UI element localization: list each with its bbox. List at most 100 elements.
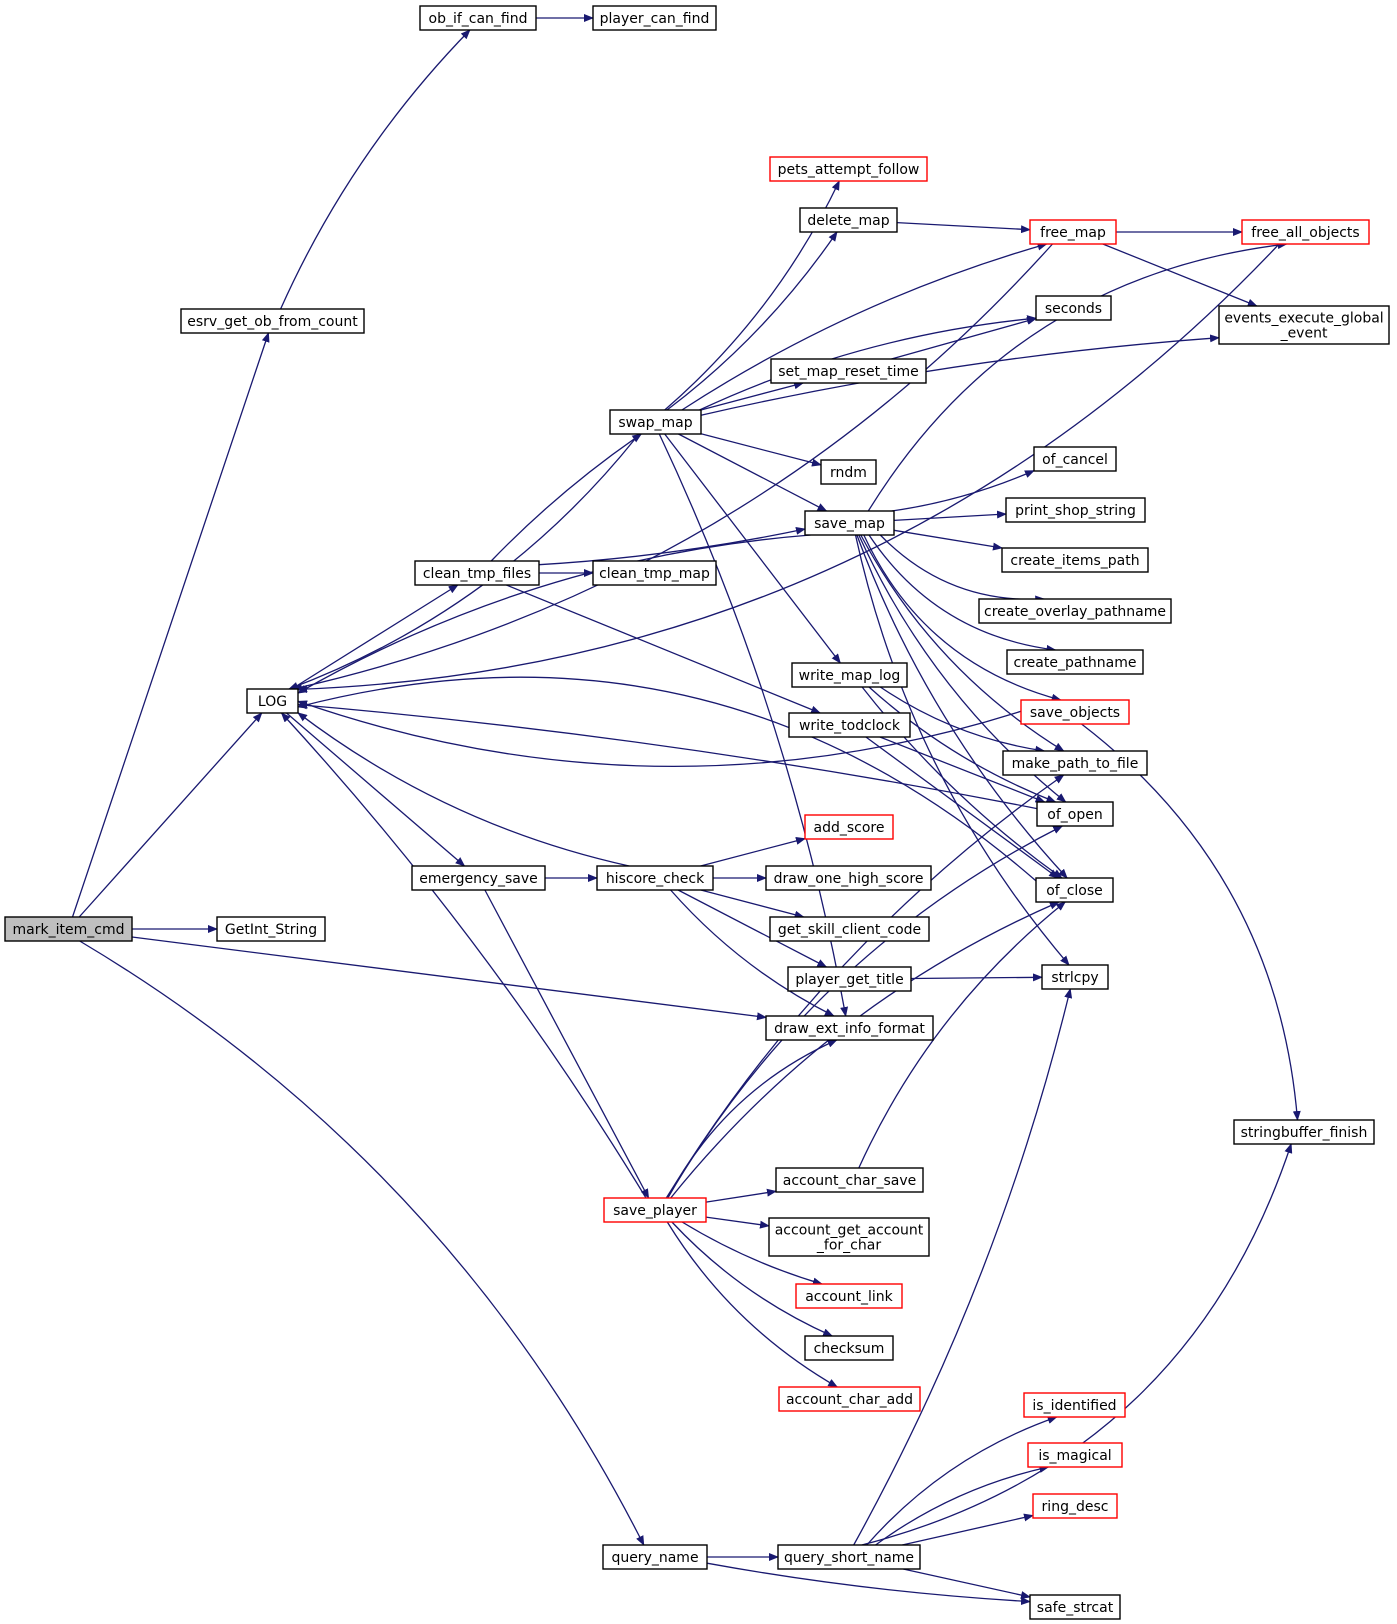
function-node-seconds[interactable]: seconds [1035, 295, 1112, 321]
function-node-rndm[interactable]: rndm [820, 459, 877, 485]
node-label: write_todclock [799, 718, 901, 734]
function-node-get-skill-client-code[interactable]: get_skill_client_code [769, 916, 930, 942]
function-node-create-overlay-pathname[interactable]: create_overlay_pathname [978, 598, 1172, 624]
node-box [1233, 1119, 1375, 1145]
node-box [1005, 497, 1146, 523]
function-node-account-get-account-for-char[interactable]: account_get_account_for_char [768, 1217, 930, 1257]
node-label: account_link [805, 1289, 893, 1305]
node-box [1036, 801, 1114, 827]
function-node-draw-one-high-score[interactable]: draw_one_high_score [765, 865, 932, 891]
function-node-player-get-title[interactable]: player_get_title [787, 966, 912, 992]
function-node-create-items-path[interactable]: create_items_path [1001, 547, 1149, 573]
call-edge-swap_map-to-LOG [288, 433, 640, 690]
function-node-mark-item-cmd[interactable]: mark_item_cmd [4, 916, 133, 942]
function-node-of-cancel[interactable]: of_cancel [1033, 446, 1117, 472]
call-edge-save_player-to-checksum [671, 1221, 834, 1337]
node-label: account_get_account [775, 1223, 924, 1239]
function-node-ob-if-can-find[interactable]: ob_if_can_find [419, 5, 537, 31]
node-box [791, 662, 908, 688]
function-node-set-map-reset-time[interactable]: set_map_reset_time [770, 358, 927, 384]
function-node-strlcpy[interactable]: strlcpy [1041, 964, 1109, 990]
function-node-hiscore-check[interactable]: hiscore_check [596, 865, 714, 891]
function-node-stringbuffer-finish[interactable]: stringbuffer_finish [1233, 1119, 1375, 1145]
node-label: player_can_find [600, 11, 710, 27]
function-node-checksum[interactable]: checksum [804, 1335, 894, 1361]
node-label: mark_item_cmd [13, 922, 125, 938]
function-node-player-can-find[interactable]: player_can_find [592, 5, 717, 31]
function-node-GetInt-String[interactable]: GetInt_String [216, 916, 326, 942]
node-box [1241, 219, 1370, 245]
function-node-is-identified[interactable]: is_identified [1023, 1392, 1126, 1418]
node-box [769, 916, 930, 942]
call-edge-swap_map-to-write_map_log [664, 433, 841, 664]
function-node-save-map[interactable]: save_map [804, 510, 895, 536]
function-node-LOG[interactable]: LOG [246, 688, 299, 714]
function-node-write-todclock[interactable]: write_todclock [788, 712, 911, 738]
node-label: print_shop_string [1015, 503, 1136, 519]
node-box [414, 560, 540, 586]
function-node-clean-tmp-map[interactable]: clean_tmp_map [592, 560, 717, 586]
function-node-account-char-add[interactable]: account_char_add [778, 1386, 921, 1412]
function-node-free-all-objects[interactable]: free_all_objects [1241, 219, 1370, 245]
function-node-ring-desc[interactable]: ring_desc [1032, 1493, 1118, 1519]
function-node-of-close[interactable]: of_close [1035, 877, 1114, 903]
function-node-emergency-save[interactable]: emergency_save [411, 865, 546, 891]
call-edge-mark_item_cmd-to-LOG [78, 712, 263, 918]
call-edge-query_short_name-to-strlcpy [853, 988, 1073, 1546]
call-edge-clean_tmp_files-to-save_map [538, 526, 806, 566]
node-label: free_all_objects [1251, 225, 1359, 241]
function-node-account-link[interactable]: account_link [795, 1283, 903, 1309]
function-node-is-magical[interactable]: is_magical [1027, 1442, 1123, 1468]
node-box [778, 1386, 921, 1412]
function-node-safe-strcat[interactable]: safe_strcat [1029, 1594, 1121, 1620]
function-node-print-shop-string[interactable]: print_shop_string [1005, 497, 1146, 523]
function-node-esrv-get-ob-from-count[interactable]: esrv_get_ob_from_count [180, 308, 365, 334]
node-label: create_pathname [1014, 655, 1137, 671]
node-box [768, 1217, 930, 1257]
function-node-free-map[interactable]: free_map [1029, 219, 1117, 245]
call-edge-query_short_name-to-safe_strcat [903, 1568, 1031, 1599]
node-label: safe_strcat [1037, 1600, 1114, 1616]
call-edge-save_player-to-account_char_add [666, 1221, 839, 1388]
node-label: free_map [1040, 225, 1106, 241]
node-box [777, 1544, 921, 1570]
function-node-swap-map[interactable]: swap_map [609, 409, 702, 435]
function-node-clean-tmp-files[interactable]: clean_tmp_files [414, 560, 540, 586]
node-label: delete_map [807, 213, 889, 229]
call-edge-write_map_log-to-of_open [868, 686, 1057, 803]
function-node-make-path-to-file[interactable]: make_path_to_file [1002, 750, 1148, 776]
call-edge-query_short_name-to-is_magical [875, 1465, 1050, 1546]
node-box [1023, 1392, 1126, 1418]
node-label: player_get_title [795, 972, 903, 988]
call-edges [71, 14, 1301, 1606]
node-label: stringbuffer_finish [1241, 1125, 1368, 1141]
function-node-save-objects[interactable]: save_objects [1020, 699, 1130, 725]
function-node-save-player[interactable]: save_player [603, 1197, 707, 1223]
call-edge-swap_map-to-events_execute_global_event [700, 334, 1220, 416]
function-node-pets-attempt-follow[interactable]: pets_attempt_follow [769, 156, 928, 182]
call-edge-query_short_name-to-is_identified [866, 1416, 1058, 1546]
node-box [1001, 547, 1149, 573]
function-node-of-open[interactable]: of_open [1036, 801, 1114, 827]
function-node-query-name[interactable]: query_name [602, 1544, 708, 1570]
function-node-query-short-name[interactable]: query_short_name [777, 1544, 921, 1570]
node-label: checksum [814, 1341, 885, 1357]
function-node-events-execute-global-event[interactable]: events_execute_global_event [1218, 305, 1390, 345]
function-node-account-char-save[interactable]: account_char_save [775, 1167, 924, 1193]
call-edge-save_map-to-print_shop_string [893, 510, 1007, 522]
call-edge-emergency_save-to-save_player [484, 889, 650, 1199]
function-node-write-map-log[interactable]: write_map_log [791, 662, 908, 688]
node-label: events_execute_global [1224, 311, 1383, 327]
call-edge-delete_map-to-free_map [896, 221, 1031, 234]
function-node-draw-ext-info-format[interactable]: draw_ext_info_format [765, 1015, 934, 1041]
node-label: create_overlay_pathname [984, 604, 1166, 620]
call-edge-free_map-to-events_execute_global_event [1102, 243, 1258, 307]
node-label: save_objects [1030, 705, 1120, 721]
call-edge-save_map-to-free_all_objects [867, 241, 1288, 512]
call-edge-write_todclock-to-of_close [865, 736, 1059, 879]
function-node-create-pathname[interactable]: create_pathname [1006, 649, 1144, 675]
call-edge-query_short_name-to-ring_desc [902, 1513, 1034, 1546]
function-node-delete-map[interactable]: delete_map [799, 207, 898, 233]
function-node-add-score[interactable]: add_score [804, 814, 894, 840]
